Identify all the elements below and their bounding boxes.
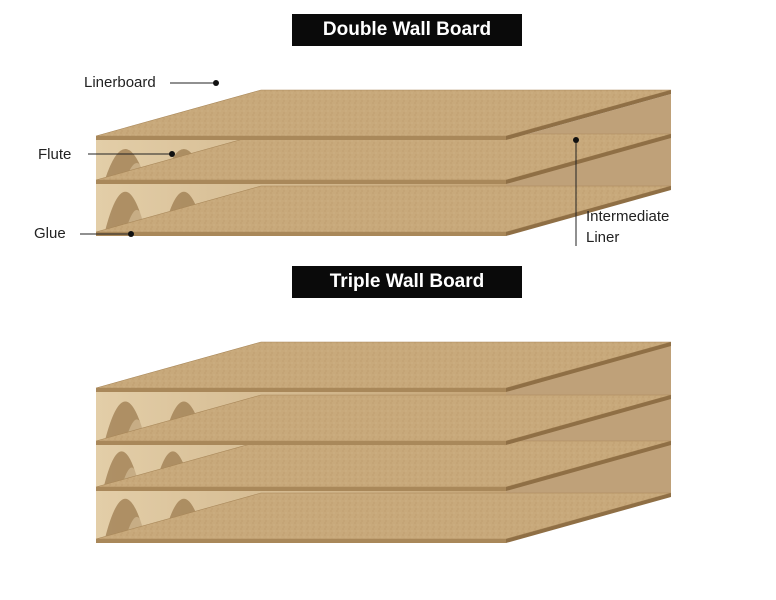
intermediate-label-line1: Intermediate <box>586 208 670 225</box>
triple-liner-2-side-edge <box>506 441 671 491</box>
linerboard-leader-dot <box>213 80 219 86</box>
triple-bottom-liner-side-edge <box>506 493 671 543</box>
double-bottom-liner-front-edge <box>96 232 506 236</box>
triple-liner-1-front-edge <box>96 441 506 445</box>
flute-leader-dot <box>169 151 175 157</box>
intermediate-leader-dot <box>573 137 579 143</box>
intermediate-label-line2: Liner <box>586 229 620 246</box>
glue-leader-dot <box>128 231 134 237</box>
triple-liner-1-side-edge <box>506 395 671 445</box>
intermediate-liner-label: Intermediate Liner <box>586 206 669 248</box>
double-wall-title: Double Wall Board <box>292 14 522 46</box>
triple-wall-board <box>95 341 672 543</box>
triple-top-liner-side-edge <box>506 342 671 392</box>
double-wall-board <box>95 89 672 236</box>
triple-liner-2-front-edge <box>96 487 506 491</box>
double-top-liner-side-edge <box>506 90 671 140</box>
triple-top-liner-front-edge <box>96 388 506 392</box>
double-top-liner-front-edge <box>96 136 506 140</box>
triple-bottom-liner-front-edge <box>96 539 506 543</box>
triple-wall-title: Triple Wall Board <box>292 266 522 298</box>
glue-label: Glue <box>34 225 66 242</box>
double-intermediate-liner-front-edge <box>96 180 506 184</box>
linerboard-label: Linerboard <box>84 74 156 91</box>
double-bottom-liner-side-edge <box>506 186 671 236</box>
flute-label: Flute <box>38 146 72 163</box>
callout-leaders <box>80 80 579 246</box>
double-intermediate-liner-side-edge <box>506 134 671 184</box>
